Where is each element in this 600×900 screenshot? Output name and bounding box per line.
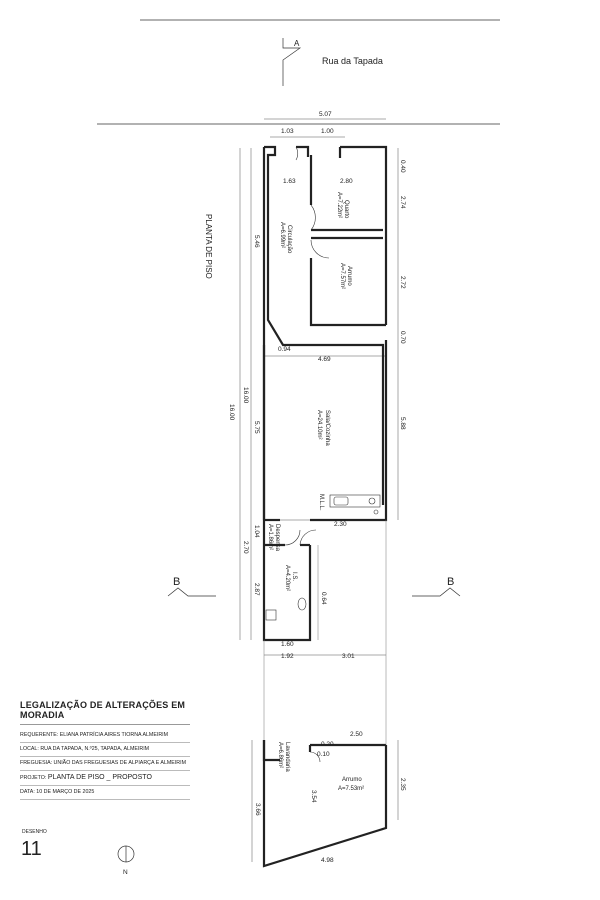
- dim-right-quarto: 2.74: [399, 196, 406, 209]
- title-block-freguesia: FREGUESIA: UNIÃO DAS FREGUESIAS DE ALPIA…: [20, 757, 190, 771]
- sheet-number: 11: [21, 838, 42, 860]
- wall-right-upper: [340, 145, 388, 325]
- dim-ws-side: 0.64: [320, 592, 327, 605]
- door-quarto: [310, 204, 316, 231]
- north-label: N: [123, 869, 128, 876]
- room-quarto-area: A=7.22m²: [336, 192, 342, 218]
- title-block-local: LOCAL: RUA DA TAPADA, N.º25, TAPADA, ALM…: [20, 743, 190, 757]
- dim-sala-left-len: 5.75: [253, 421, 260, 434]
- room-arrumo1-area: A=7.57m²: [339, 263, 345, 289]
- door-is: [299, 529, 317, 546]
- projeto-label: PROJETO:: [20, 775, 47, 781]
- street-name: Rua da Tapada: [322, 56, 383, 66]
- dim-total-outer: 16.00: [228, 404, 235, 421]
- title-block-projeto: PROJETO: PLANTA DE PISO _ PROPOSTO: [20, 771, 190, 786]
- room-lav-name: Lavandaria: [284, 742, 290, 772]
- section-b-right-label: B: [447, 576, 454, 588]
- room-arrumo2-name: Arrumo: [342, 777, 362, 783]
- room-labels: Quarto A=7.22m² Circulação A=6.99m² Arru…: [267, 192, 364, 792]
- dim-quarto-width: 2.80: [340, 178, 353, 185]
- dim-annex-small-a: 0.20: [321, 741, 334, 748]
- dim-annex-right: 2.35: [399, 778, 406, 791]
- dim-right-wall: 0.70: [399, 331, 406, 344]
- dim-top-right: 1.00: [321, 128, 334, 135]
- title-block: LEGALIZAÇÃO DE ALTERAÇÕES EM MORADIA REQ…: [20, 700, 190, 800]
- dim-sala-width: 4.69: [318, 356, 331, 363]
- room-ws-area: A=4.20m²: [284, 565, 290, 591]
- dim-right-top: 0.40: [399, 160, 406, 173]
- dim-total-width: 5.07: [319, 111, 332, 118]
- room-circ-name: Circulação: [286, 225, 292, 254]
- title-block-title: LEGALIZAÇÃO DE ALTERAÇÕES EM MORADIA: [20, 700, 190, 725]
- wall-left-upper: [264, 145, 385, 505]
- dim-ws-width: 1.60: [281, 641, 294, 648]
- room-circ-area: A=6.99m²: [279, 222, 285, 248]
- dim-lower-outer: 2.70: [242, 541, 249, 554]
- wall-annex: [262, 740, 388, 868]
- dimension-labels: 5.07 1.03 1.00 0.40 2.80 1.63 2.74 2.72 …: [228, 111, 406, 864]
- room-quarto-name: Quarto: [343, 200, 349, 219]
- yard-lines: [263, 520, 387, 745]
- dim-annex-left: 3.66: [254, 803, 261, 816]
- plan-title: PLANTA DE PISO: [204, 214, 213, 279]
- dim-bench-width: 2.30: [334, 521, 347, 528]
- toilet: [265, 597, 307, 621]
- room-arrumo1-name: Arrumo: [346, 266, 352, 286]
- section-a-marker: [282, 38, 302, 86]
- dim-annex-mid: 3.54: [310, 790, 317, 803]
- door-arrumo2: [309, 751, 321, 763]
- dim-desp-len: 1.04: [253, 525, 260, 538]
- room-desp-name: Despensa: [274, 524, 280, 552]
- north-arrow-icon: [117, 845, 135, 863]
- sheet-label: DESENHO: [22, 829, 47, 835]
- room-mll-name: M.L.L.: [318, 494, 324, 511]
- room-lav-area: A=6.86m²: [277, 742, 283, 768]
- room-sala-area: A=24.10m²: [316, 410, 322, 440]
- door-entrance: [295, 146, 298, 161]
- dim-annex-bottom: 4.98: [321, 857, 334, 864]
- room-desp-area: A=1.86m²: [267, 524, 273, 550]
- section-b-markers: [167, 587, 461, 597]
- projeto-value: PLANTA DE PISO _ PROPOSTO: [47, 774, 152, 781]
- dim-yard-right: 3.01: [342, 653, 355, 660]
- dim-annex-top: 2.50: [350, 731, 363, 738]
- dim-annex-small-b: 0.10: [317, 751, 330, 758]
- dim-left-upper: 5.46: [253, 235, 260, 248]
- door-arrumo: [310, 239, 330, 259]
- doors: [284, 146, 330, 763]
- dim-sala-left: 0.94: [278, 346, 291, 353]
- dim-sala-right-len: 5.88: [399, 417, 406, 430]
- dim-right-arrumo: 2.72: [399, 276, 406, 289]
- section-b-right: [412, 587, 461, 597]
- section-b-left-label: B: [173, 576, 180, 588]
- dim-yard-left: 1.92: [281, 653, 294, 660]
- title-block-requerente: REQUERENTE: ELIANA PATRÍCIA AIRES TIORNA…: [20, 729, 190, 743]
- room-ws-name: I.S.: [291, 572, 297, 581]
- section-a-label: A: [294, 39, 300, 48]
- section-b-left: [167, 587, 216, 597]
- room-sala-name: Sala/Cozinha: [324, 410, 330, 446]
- street-area: [97, 19, 500, 125]
- room-arrumo2-area: A=7.53m²: [338, 786, 364, 792]
- dim-ws-len: 2.87: [253, 583, 260, 596]
- kitchen-sink: [329, 494, 381, 515]
- dim-total-inner: 16.00: [242, 387, 249, 404]
- door-despensa: [284, 529, 301, 546]
- dim-top-left: 1.03: [281, 128, 294, 135]
- wall-top-mid: [296, 145, 310, 157]
- walls: [262, 145, 388, 868]
- dim-circ-width: 1.63: [283, 178, 296, 185]
- title-block-data: DATA: 10 DE MARÇO DE 2025: [20, 786, 190, 800]
